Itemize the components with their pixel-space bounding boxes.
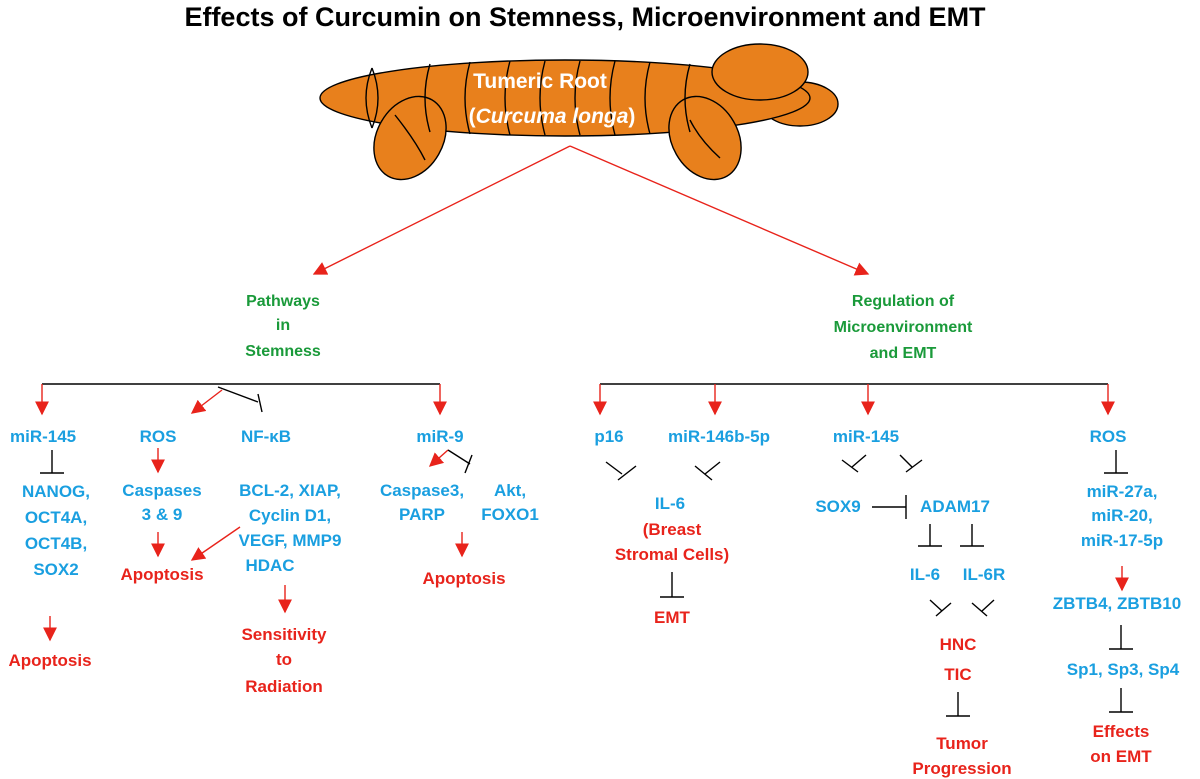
root-name: Tumeric Root [473, 70, 607, 93]
svg-text:SOX2: SOX2 [33, 560, 78, 579]
svg-text:BCL-2, XIAP,: BCL-2, XIAP, [239, 481, 341, 500]
inhibit-mir145-nanog [40, 450, 64, 474]
svg-text:Radiation: Radiation [245, 677, 322, 696]
svg-text:NANOG,: NANOG, [22, 482, 90, 501]
svg-text:TIC: TIC [944, 665, 971, 684]
microenvironment-heading: Regulation of Microenvironment and EMT [834, 293, 973, 362]
node-p16: p16 [594, 427, 623, 446]
svg-text:Cyclin D1,: Cyclin D1, [249, 506, 331, 525]
node-akt: Akt, FOXO1 [481, 481, 539, 524]
stemness-heading: Pathways in Stemness [245, 293, 321, 360]
node-emt: EMT [654, 608, 691, 627]
node-il6r: IL-6R [963, 565, 1006, 584]
svg-text:Regulation of: Regulation of [852, 293, 955, 310]
svg-text:VEGF, MMP9: VEGF, MMP9 [239, 531, 342, 550]
svg-text:Akt,: Akt, [494, 481, 526, 500]
svg-text:Caspases: Caspases [122, 481, 201, 500]
node-sensitivity: Sensitivity to Radiation [241, 625, 327, 696]
svg-text:Microenvironment: Microenvironment [834, 319, 973, 336]
node-effects-emt: Effects on EMT [1090, 722, 1152, 766]
svg-text:Tumor: Tumor [936, 734, 988, 753]
root-latin-name: (Curcuma longa) [469, 105, 636, 128]
svg-text:(Breast: (Breast [643, 520, 702, 539]
node-breast-stromal: (Breast Stromal Cells) [615, 520, 729, 564]
inhibit-mir145-sox9 [841, 454, 867, 473]
svg-text:HDAC: HDAC [245, 556, 294, 575]
inhibit-hnc-tumor [946, 692, 970, 717]
inhibit-zbtb-sp [1109, 625, 1133, 650]
node-mir145-left: miR-145 [10, 427, 76, 446]
svg-text:on EMT: on EMT [1090, 747, 1152, 766]
svg-text:Caspase3,: Caspase3, [380, 481, 464, 500]
svg-text:FOXO1: FOXO1 [481, 505, 539, 524]
svg-text:Stromal Cells): Stromal Cells) [615, 545, 729, 564]
svg-text:3 & 9: 3 & 9 [142, 505, 183, 524]
node-zbtb: ZBTB4, ZBTB10 [1053, 594, 1181, 613]
svg-text:and EMT: and EMT [870, 345, 937, 362]
svg-text:PARP: PARP [399, 505, 445, 524]
turmeric-root-illustration: Tumeric Root (Curcuma longa) [319, 43, 839, 181]
inhibit-ros-mirs [1104, 450, 1128, 474]
diagram-title: Effects of Curcumin on Stemness, Microen… [184, 2, 986, 32]
svg-text:in: in [276, 317, 290, 334]
arrow-to-stemness [312, 145, 571, 275]
node-apoptosis-2: Apoptosis [120, 565, 203, 584]
inhibit-mir145-adam17 [899, 454, 923, 473]
inhibit-sp-effects [1109, 688, 1133, 713]
node-sp: Sp1, Sp3, Sp4 [1067, 660, 1180, 679]
svg-text:OCT4A,: OCT4A, [25, 508, 87, 527]
inhibit-p16-il6 [605, 461, 637, 481]
node-il6-a: IL-6 [655, 494, 685, 513]
svg-text:Sensitivity: Sensitivity [241, 625, 327, 644]
node-mir146: miR-146b-5p [668, 427, 770, 446]
svg-text:miR-20,: miR-20, [1091, 506, 1152, 525]
node-hnc-tic: HNC TIC [940, 635, 977, 684]
node-mir9: miR-9 [416, 427, 463, 446]
node-nanog: NANOG, OCT4A, OCT4B, SOX2 [22, 482, 90, 579]
node-mirs: miR-27a, miR-20, miR-17-5p [1081, 482, 1163, 550]
inhibit-sox9-adam17 [872, 495, 907, 519]
inhibit-il6r-hnc [971, 599, 995, 617]
node-mir145-right: miR-145 [833, 427, 899, 446]
svg-text:miR-17-5p: miR-17-5p [1081, 531, 1163, 550]
svg-text:Progression: Progression [912, 759, 1011, 778]
svg-text:Stemness: Stemness [245, 343, 321, 360]
svg-text:Pathways: Pathways [246, 293, 320, 310]
node-adam17: ADAM17 [920, 497, 990, 516]
node-tumor-progression: Tumor Progression [912, 734, 1011, 778]
svg-text:Effects: Effects [1093, 722, 1150, 741]
inhibit-adam17-il6r [960, 524, 984, 547]
inhibit-adam17-il6 [918, 524, 942, 547]
svg-text:HNC: HNC [940, 635, 977, 654]
node-bcl2: BCL-2, XIAP, Cyclin D1, VEGF, MMP9 HDAC [239, 481, 342, 575]
node-ros-right: ROS [1090, 427, 1127, 446]
node-il6-b: IL-6 [910, 565, 940, 584]
node-caspase3: Caspase3, PARP [380, 481, 464, 524]
inhibit-il6-emt [660, 572, 684, 598]
node-apoptosis-3: Apoptosis [422, 569, 505, 588]
arrow-to-microenvironment [569, 145, 870, 276]
svg-text:OCT4B,: OCT4B, [25, 534, 87, 553]
inhibit-il6-hnc [929, 599, 952, 617]
inhibit-mir146-il6 [694, 461, 721, 481]
node-sox9: SOX9 [815, 497, 860, 516]
svg-text:miR-27a,: miR-27a, [1087, 482, 1158, 501]
node-apoptosis-1: Apoptosis [8, 651, 91, 670]
svg-text:to: to [276, 650, 292, 669]
node-nfkb: NF-κB [241, 427, 291, 446]
node-ros-left: ROS [140, 427, 177, 446]
node-caspases: Caspases 3 & 9 [122, 481, 201, 524]
